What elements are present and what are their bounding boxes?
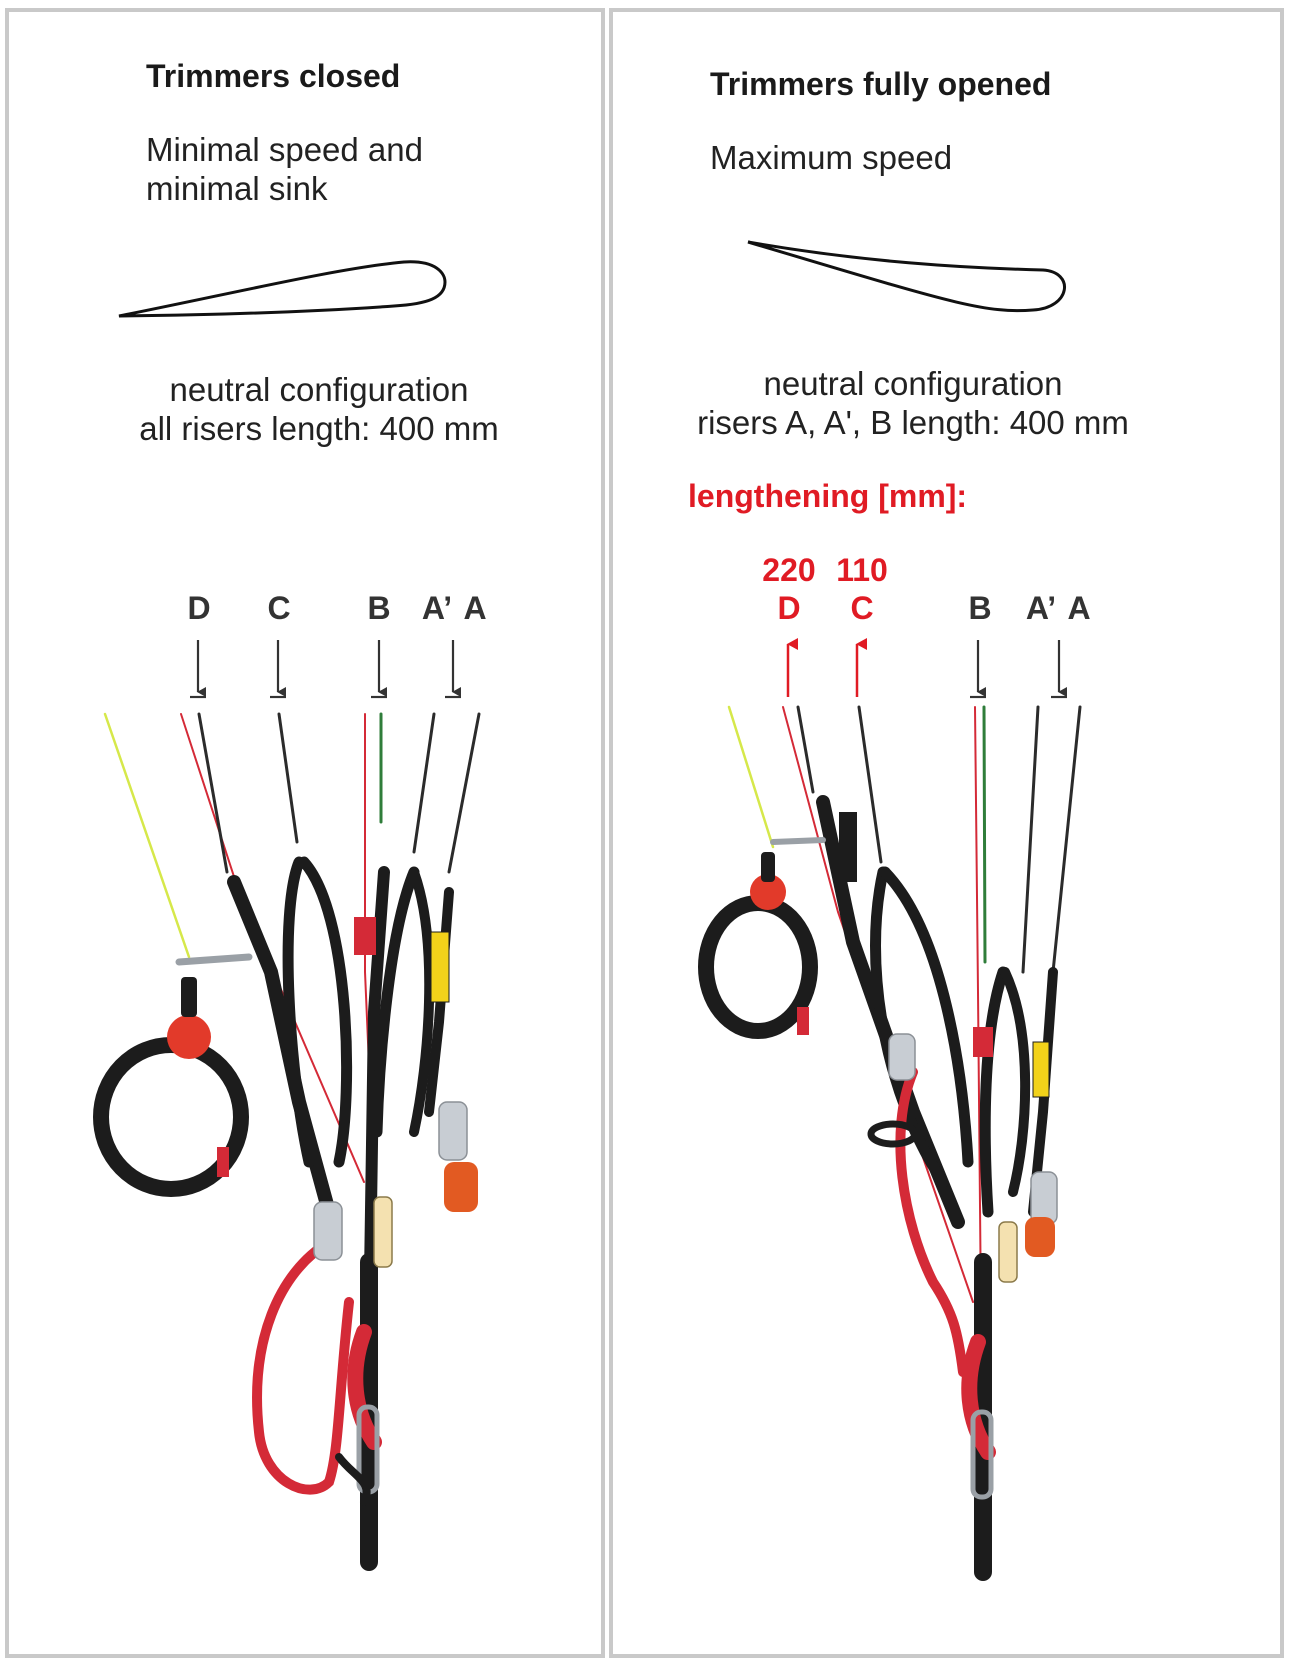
- panel-trimmers-fully-opened: Trimmers fully opened Maximum speed neut…: [609, 8, 1284, 1658]
- riser-set-photo: [9, 12, 605, 1658]
- riser-set-photo: [613, 12, 1284, 1658]
- panel-trimmers-closed: Trimmers closed Minimal speed and minima…: [5, 8, 605, 1658]
